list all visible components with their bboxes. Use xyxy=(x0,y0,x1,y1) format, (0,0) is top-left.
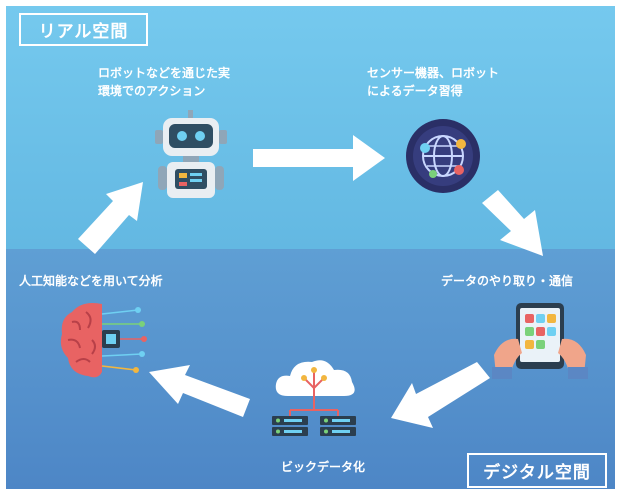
data-exchange-caption: データのやり取り・通信 xyxy=(441,274,574,288)
arrow-robot-to-sensor xyxy=(253,135,385,181)
real-space-label: リアル空間 xyxy=(19,13,148,46)
ai-analysis-caption: 人工知能などを用いて分析 xyxy=(19,274,163,288)
big-data-caption: ビックデータ化 xyxy=(281,460,366,474)
robot-icon xyxy=(155,110,227,198)
robot-action-line1: ロボットなどを通じた実 xyxy=(98,66,231,80)
ai-brain-icon xyxy=(60,303,147,378)
robot-action-line2: 環境でのアクション xyxy=(98,84,206,98)
arrow-sensor-to-exchange xyxy=(482,190,543,256)
arrow-ai-to-robot xyxy=(78,182,143,254)
sensor-acquisition-line2: によるデータ習得 xyxy=(367,84,463,98)
robot-action-caption: ロボットなどを通じた実 環境でのアクション xyxy=(98,64,230,100)
sensor-acquisition-line1: センサー機器、ロボット xyxy=(367,66,500,80)
globe-network-icon xyxy=(406,119,480,193)
digital-space-label: デジタル空間 xyxy=(467,453,607,488)
sensor-acquisition-caption: センサー機器、ロボット によるデータ習得 xyxy=(367,64,499,100)
tablet-hands-icon xyxy=(492,303,588,379)
cloud-server-icon xyxy=(272,360,356,436)
arrow-exchange-to-bigdata xyxy=(391,362,490,428)
arrow-bigdata-to-ai xyxy=(149,365,250,417)
